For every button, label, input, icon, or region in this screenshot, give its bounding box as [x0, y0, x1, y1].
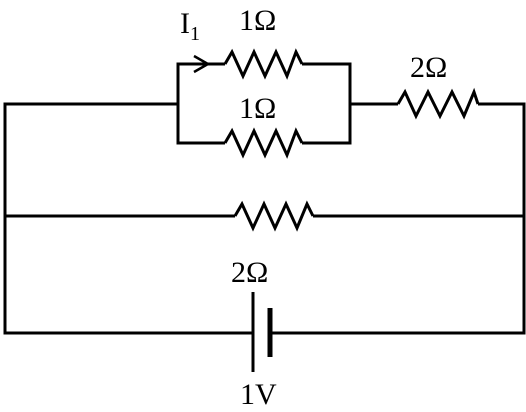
- current-label-subscript: 1: [190, 23, 200, 45]
- battery: [251, 292, 273, 372]
- current-arrow-icon: [193, 54, 211, 74]
- resistor-parallel-bottom: [223, 127, 304, 159]
- resistor-parallel-top-label: 1Ω: [239, 4, 276, 37]
- top-left-wire: [3, 102, 253, 335]
- top-right-wire: [270, 102, 526, 335]
- current-label-main: I: [180, 7, 190, 40]
- resistor-series-right: [396, 87, 480, 120]
- parallel-left-rail: [176, 62, 225, 145]
- resistor-series-right-label: 2Ω: [410, 51, 447, 84]
- resistor-parallel-top: [223, 48, 304, 80]
- current-label: I1: [180, 7, 200, 45]
- resistor-middle-branch: [233, 200, 315, 232]
- middle-branch-label: 2Ω: [231, 256, 268, 289]
- battery-emf-label: 1V: [240, 378, 277, 411]
- parallel-right-rail: [302, 62, 352, 145]
- resistor-parallel-bottom-label: 1Ω: [239, 92, 276, 125]
- circuit-wires: [3, 62, 526, 335]
